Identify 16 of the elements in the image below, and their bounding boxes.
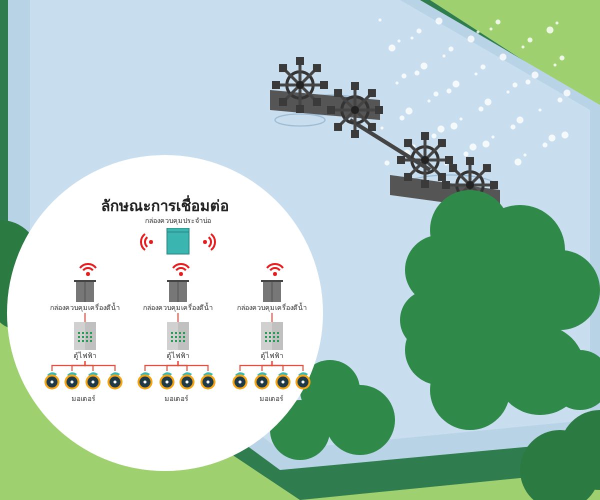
motor-icon <box>199 371 217 390</box>
connector-line <box>271 361 304 371</box>
motor-icon <box>84 371 102 390</box>
motor-icon <box>43 371 61 390</box>
motor-icon <box>63 371 81 390</box>
motor-icon <box>231 371 249 390</box>
motor-icon <box>274 371 292 390</box>
motor-icon <box>106 371 124 390</box>
title: ลักษณะการเชื่อมต่อ <box>100 194 230 217</box>
motor-icon <box>294 371 312 390</box>
connector-line <box>84 361 116 371</box>
motor-icon <box>253 371 271 390</box>
motor-icon <box>178 371 196 390</box>
connector-line <box>177 361 209 371</box>
motor-icon <box>158 371 176 390</box>
motor-icon <box>136 371 154 390</box>
